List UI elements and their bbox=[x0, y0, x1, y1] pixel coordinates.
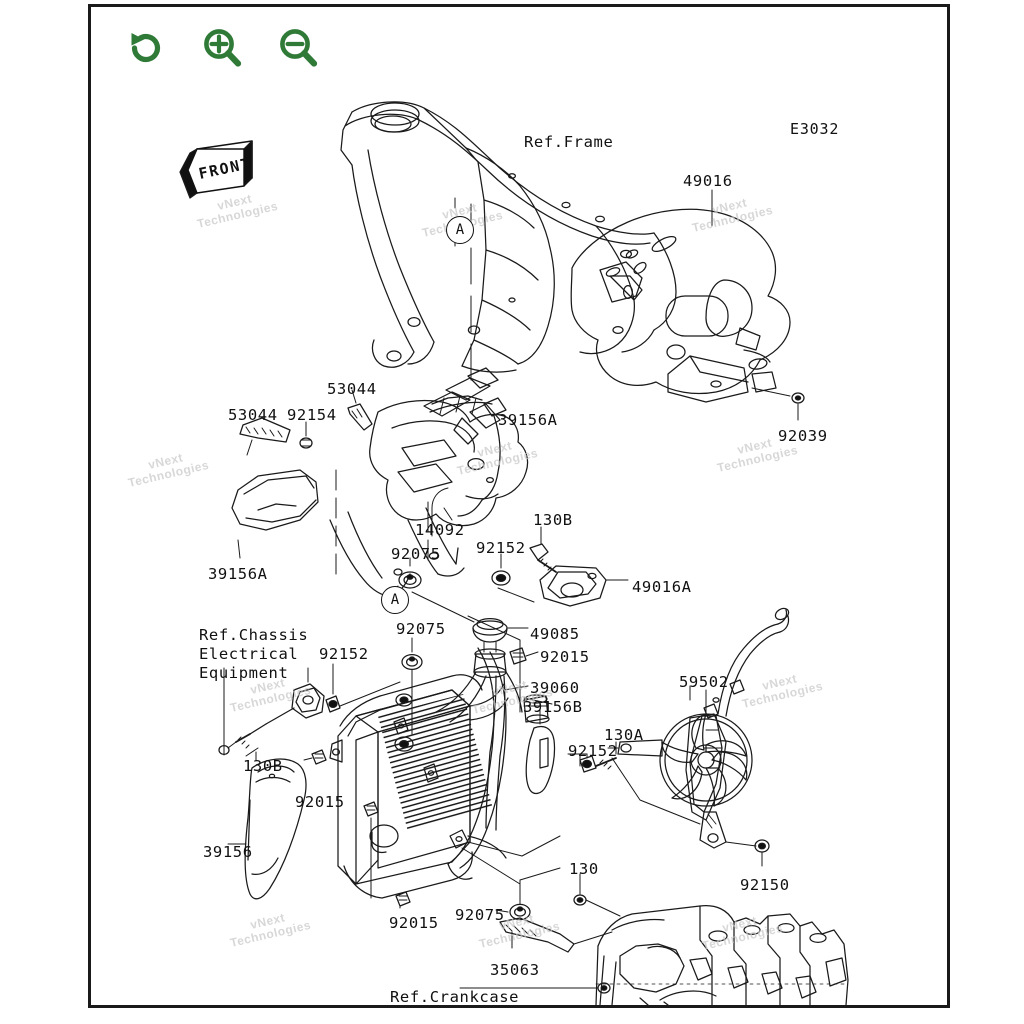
part-label-130b-upper[interactable]: 130B bbox=[533, 511, 573, 529]
part-label-39156[interactable]: 39156 bbox=[203, 843, 253, 861]
part-label-92152-mid[interactable]: 92152 bbox=[319, 645, 369, 663]
viewer-toolbar bbox=[120, 22, 324, 74]
cooling-fan-59502 bbox=[607, 607, 790, 867]
part-label-92154[interactable]: 92154 bbox=[287, 406, 337, 424]
part-label-ref-crankcase[interactable]: Ref.Crankcase bbox=[390, 988, 520, 1006]
heat-shield-49016 bbox=[570, 189, 805, 421]
callout-marker-a-upper: A bbox=[446, 216, 474, 244]
zoom-in-button[interactable] bbox=[196, 22, 248, 74]
front-direction-marker: FRONT bbox=[179, 140, 253, 199]
part-label-59502[interactable]: 59502 bbox=[679, 673, 729, 691]
bottom-hardware-group bbox=[395, 867, 621, 953]
part-label-130a[interactable]: 130A bbox=[604, 726, 644, 744]
part-label-92075-upper[interactable]: 92075 bbox=[391, 545, 441, 563]
part-label-ref-chassis[interactable]: Ref.Chassis Electrical Equipment bbox=[199, 626, 309, 682]
part-label-130b-lower[interactable]: 130B bbox=[243, 757, 283, 775]
reset-view-button[interactable] bbox=[120, 22, 172, 74]
part-label-92150[interactable]: 92150 bbox=[740, 876, 790, 894]
part-label-49085[interactable]: 49085 bbox=[530, 625, 580, 643]
part-label-14092[interactable]: 14092 bbox=[415, 521, 465, 539]
zoom-out-button[interactable] bbox=[272, 22, 324, 74]
part-label-39156b[interactable]: 39156B bbox=[523, 698, 583, 716]
part-label-92152-lower[interactable]: 92152 bbox=[568, 742, 618, 760]
rotate-ccw-arrowhead bbox=[131, 33, 144, 46]
part-label-53044-upper[interactable]: 53044 bbox=[327, 380, 377, 398]
part-label-92015-left[interactable]: 92015 bbox=[295, 793, 345, 811]
part-label-92039[interactable]: 92039 bbox=[778, 427, 828, 445]
diagram-code: E3032 bbox=[790, 120, 840, 138]
inner-cowling-group bbox=[231, 367, 529, 597]
magnifier-minus-icon bbox=[280, 29, 318, 67]
crankcase-reference-drawing bbox=[459, 904, 849, 1005]
part-label-39156a-right[interactable]: 39156A bbox=[498, 411, 558, 429]
part-label-92015-cap[interactable]: 92015 bbox=[540, 648, 590, 666]
part-label-ref-frame[interactable]: Ref.Frame bbox=[524, 133, 614, 151]
radiator-assembly bbox=[218, 617, 617, 900]
part-label-92075-mid[interactable]: 92075 bbox=[396, 620, 446, 638]
part-label-49016a[interactable]: 49016A bbox=[632, 578, 692, 596]
part-label-49016[interactable]: 49016 bbox=[683, 172, 733, 190]
magnifier-plus-icon bbox=[204, 29, 242, 67]
callout-marker-a-lower: A bbox=[381, 586, 409, 614]
part-label-92075-bottom[interactable]: 92075 bbox=[455, 906, 505, 924]
part-label-53044-left[interactable]: 53044 bbox=[228, 406, 278, 424]
rotate-ccw-icon bbox=[131, 33, 161, 63]
part-label-92152-upper[interactable]: 92152 bbox=[476, 539, 526, 557]
part-label-92015-bottom[interactable]: 92015 bbox=[389, 914, 439, 932]
part-label-35063[interactable]: 35063 bbox=[490, 961, 540, 979]
part-label-39060[interactable]: 39060 bbox=[530, 679, 580, 697]
part-label-39156a-left[interactable]: 39156A bbox=[208, 565, 268, 583]
part-label-130-lower[interactable]: 130 bbox=[569, 860, 599, 878]
frame-assembly-drawing bbox=[340, 101, 677, 381]
